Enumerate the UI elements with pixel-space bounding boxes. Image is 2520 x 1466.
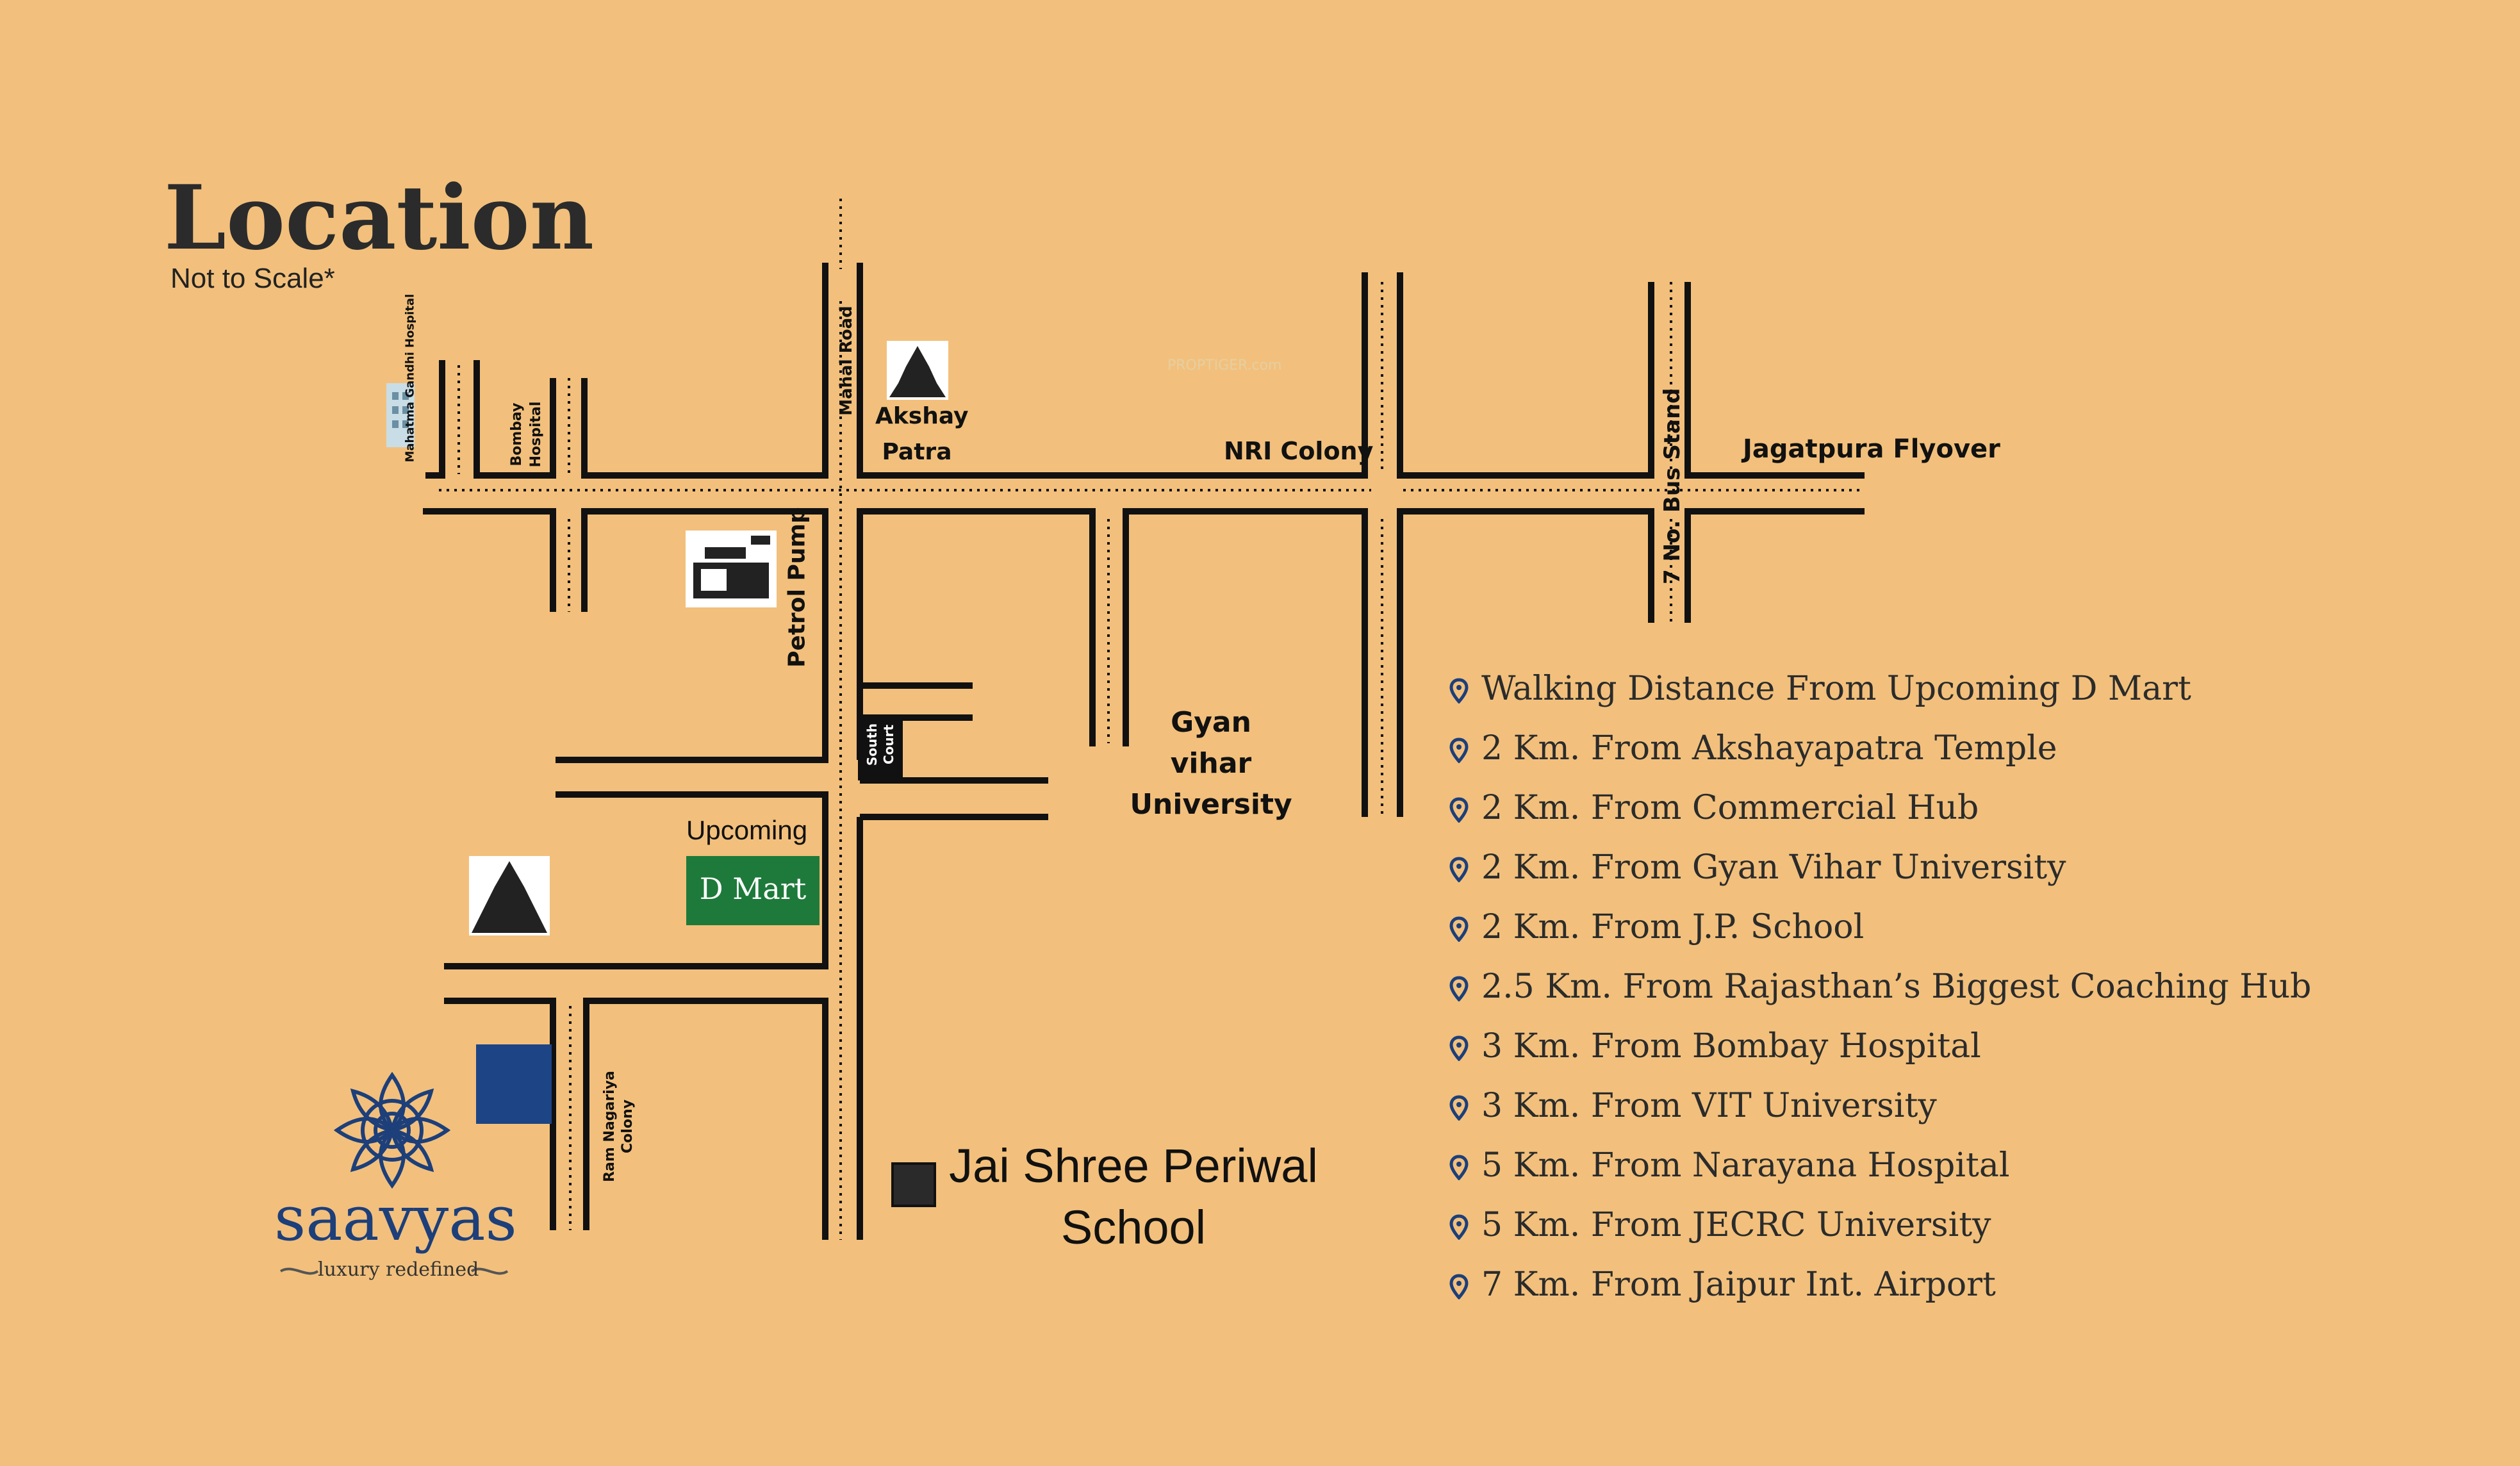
school-marker bbox=[891, 1162, 936, 1207]
distance-text: 2.5 Km. From Rajasthan’s Biggest Coachin… bbox=[1481, 968, 2312, 1006]
petrol-pump-label: Petrol Pump bbox=[784, 507, 811, 668]
distance-list-item: 2 Km. From Commercial Hub bbox=[1449, 786, 2311, 845]
south-court-label: South Court bbox=[864, 723, 896, 766]
hospital-building-icon bbox=[386, 383, 415, 447]
mahal-road-label: Mahal Road bbox=[837, 306, 856, 416]
distance-text: 7 Km. From Jaipur Int. Airport bbox=[1481, 1265, 1996, 1304]
distance-text: 5 Km. From JECRC University bbox=[1481, 1206, 1991, 1244]
map-pin-icon bbox=[1449, 857, 1469, 882]
distance-list-item: 2 Km. From Akshayapatra Temple bbox=[1449, 726, 2311, 786]
watermark: PROPTIGER.com bbox=[1167, 358, 1282, 374]
distance-list-item: 3 Km. From Bombay Hospital bbox=[1449, 1024, 2311, 1083]
distance-text: 3 Km. From Bombay Hospital bbox=[1481, 1027, 1981, 1066]
dmart-road bbox=[444, 791, 828, 1240]
petrol-pump-road-right-edge bbox=[860, 682, 973, 721]
scale-note: Not to Scale* bbox=[170, 263, 335, 294]
distance-text: 2 Km. From Gyan Vihar University bbox=[1481, 848, 2066, 887]
map-pin-icon bbox=[1449, 1155, 1469, 1180]
map-pin-icon bbox=[1449, 797, 1469, 823]
fuel-icon-top bbox=[705, 547, 746, 559]
distance-list-item: 2.5 Km. From Rajasthan’s Biggest Coachin… bbox=[1449, 964, 2311, 1024]
mahatma-gandhi-hospital-label: Mahatma Gandhi Hospital bbox=[403, 293, 417, 463]
map-pin-icon bbox=[1449, 1035, 1469, 1061]
brand-tagline-flourish bbox=[279, 1267, 509, 1275]
brand-tagline: luxury redefined bbox=[318, 1258, 479, 1281]
jai-shree-school-label: Jai Shree Periwal School bbox=[949, 1139, 1318, 1254]
nri-colony-label: NRI Colony bbox=[1224, 437, 1374, 465]
temple-icon bbox=[472, 861, 547, 933]
fuel-icon-window bbox=[701, 569, 727, 591]
map-pin-icon bbox=[1449, 1095, 1469, 1121]
distance-list-item: 5 Km. From Narayana Hospital bbox=[1449, 1143, 2311, 1203]
map-pin-icon bbox=[1449, 737, 1469, 763]
distance-text: 2 Km. From Commercial Hub bbox=[1481, 789, 1979, 827]
fuel-icon-nozzle bbox=[751, 536, 770, 545]
distance-list-item: 7 Km. From Jaipur Int. Airport bbox=[1449, 1262, 2311, 1322]
map-pin-icon bbox=[1449, 976, 1469, 1001]
page-title: Location bbox=[164, 165, 595, 270]
distance-list-item: 2 Km. From Gyan Vihar University bbox=[1449, 845, 2311, 905]
main-road-top-edge bbox=[425, 263, 1865, 479]
distance-list-item: Walking Distance From Upcoming D Mart bbox=[1449, 666, 2311, 726]
temple-icon bbox=[889, 346, 946, 397]
dmart-logo-text: D Mart bbox=[699, 871, 807, 906]
distance-text: Walking Distance From Upcoming D Mart bbox=[1481, 670, 2191, 708]
upcoming-label: Upcoming bbox=[686, 815, 808, 845]
map-pin-icon bbox=[1449, 1274, 1469, 1299]
side-road-centre-lines bbox=[457, 282, 1672, 1230]
dmart-board bbox=[686, 856, 819, 925]
site-marker bbox=[476, 1044, 552, 1124]
brand-name: saavyas bbox=[274, 1183, 517, 1255]
ram-nagariya-label: Ram Nagariya Colony bbox=[602, 1071, 636, 1182]
distance-text: 2 Km. From J.P. School bbox=[1481, 908, 1865, 946]
brand-logo-icon bbox=[333, 1071, 451, 1189]
bus-stand-label: 7 No. Bus Stand bbox=[1659, 388, 1685, 584]
map-pin-icon bbox=[1449, 916, 1469, 942]
map-pin-icon bbox=[1449, 678, 1469, 704]
map-pin-icon bbox=[1449, 1214, 1469, 1240]
distance-list-item: 3 Km. From VIT University bbox=[1449, 1083, 2311, 1143]
akshay-patra-label: Akshay Patra bbox=[875, 403, 969, 465]
distance-text: 3 Km. From VIT University bbox=[1481, 1087, 1937, 1125]
distance-list-item: 2 Km. From J.P. School bbox=[1449, 905, 2311, 964]
distance-text: 5 Km. From Narayana Hospital bbox=[1481, 1146, 2010, 1185]
bombay-hospital-label: Bombay Hospital bbox=[509, 401, 544, 468]
south-court-block bbox=[858, 719, 903, 780]
jagatpura-flyover-label: Jagatpura Flyover bbox=[1743, 434, 2000, 464]
main-road-bottom-edge bbox=[423, 508, 1865, 817]
gyan-vihar-label: Gyan vihar University bbox=[1130, 706, 1292, 821]
distance-text: 2 Km. From Akshayapatra Temple bbox=[1481, 729, 2057, 768]
distance-list-item: 5 Km. From JECRC University bbox=[1449, 1203, 2311, 1262]
distance-list: Walking Distance From Upcoming D Mart 2 K… bbox=[1449, 666, 2311, 1322]
